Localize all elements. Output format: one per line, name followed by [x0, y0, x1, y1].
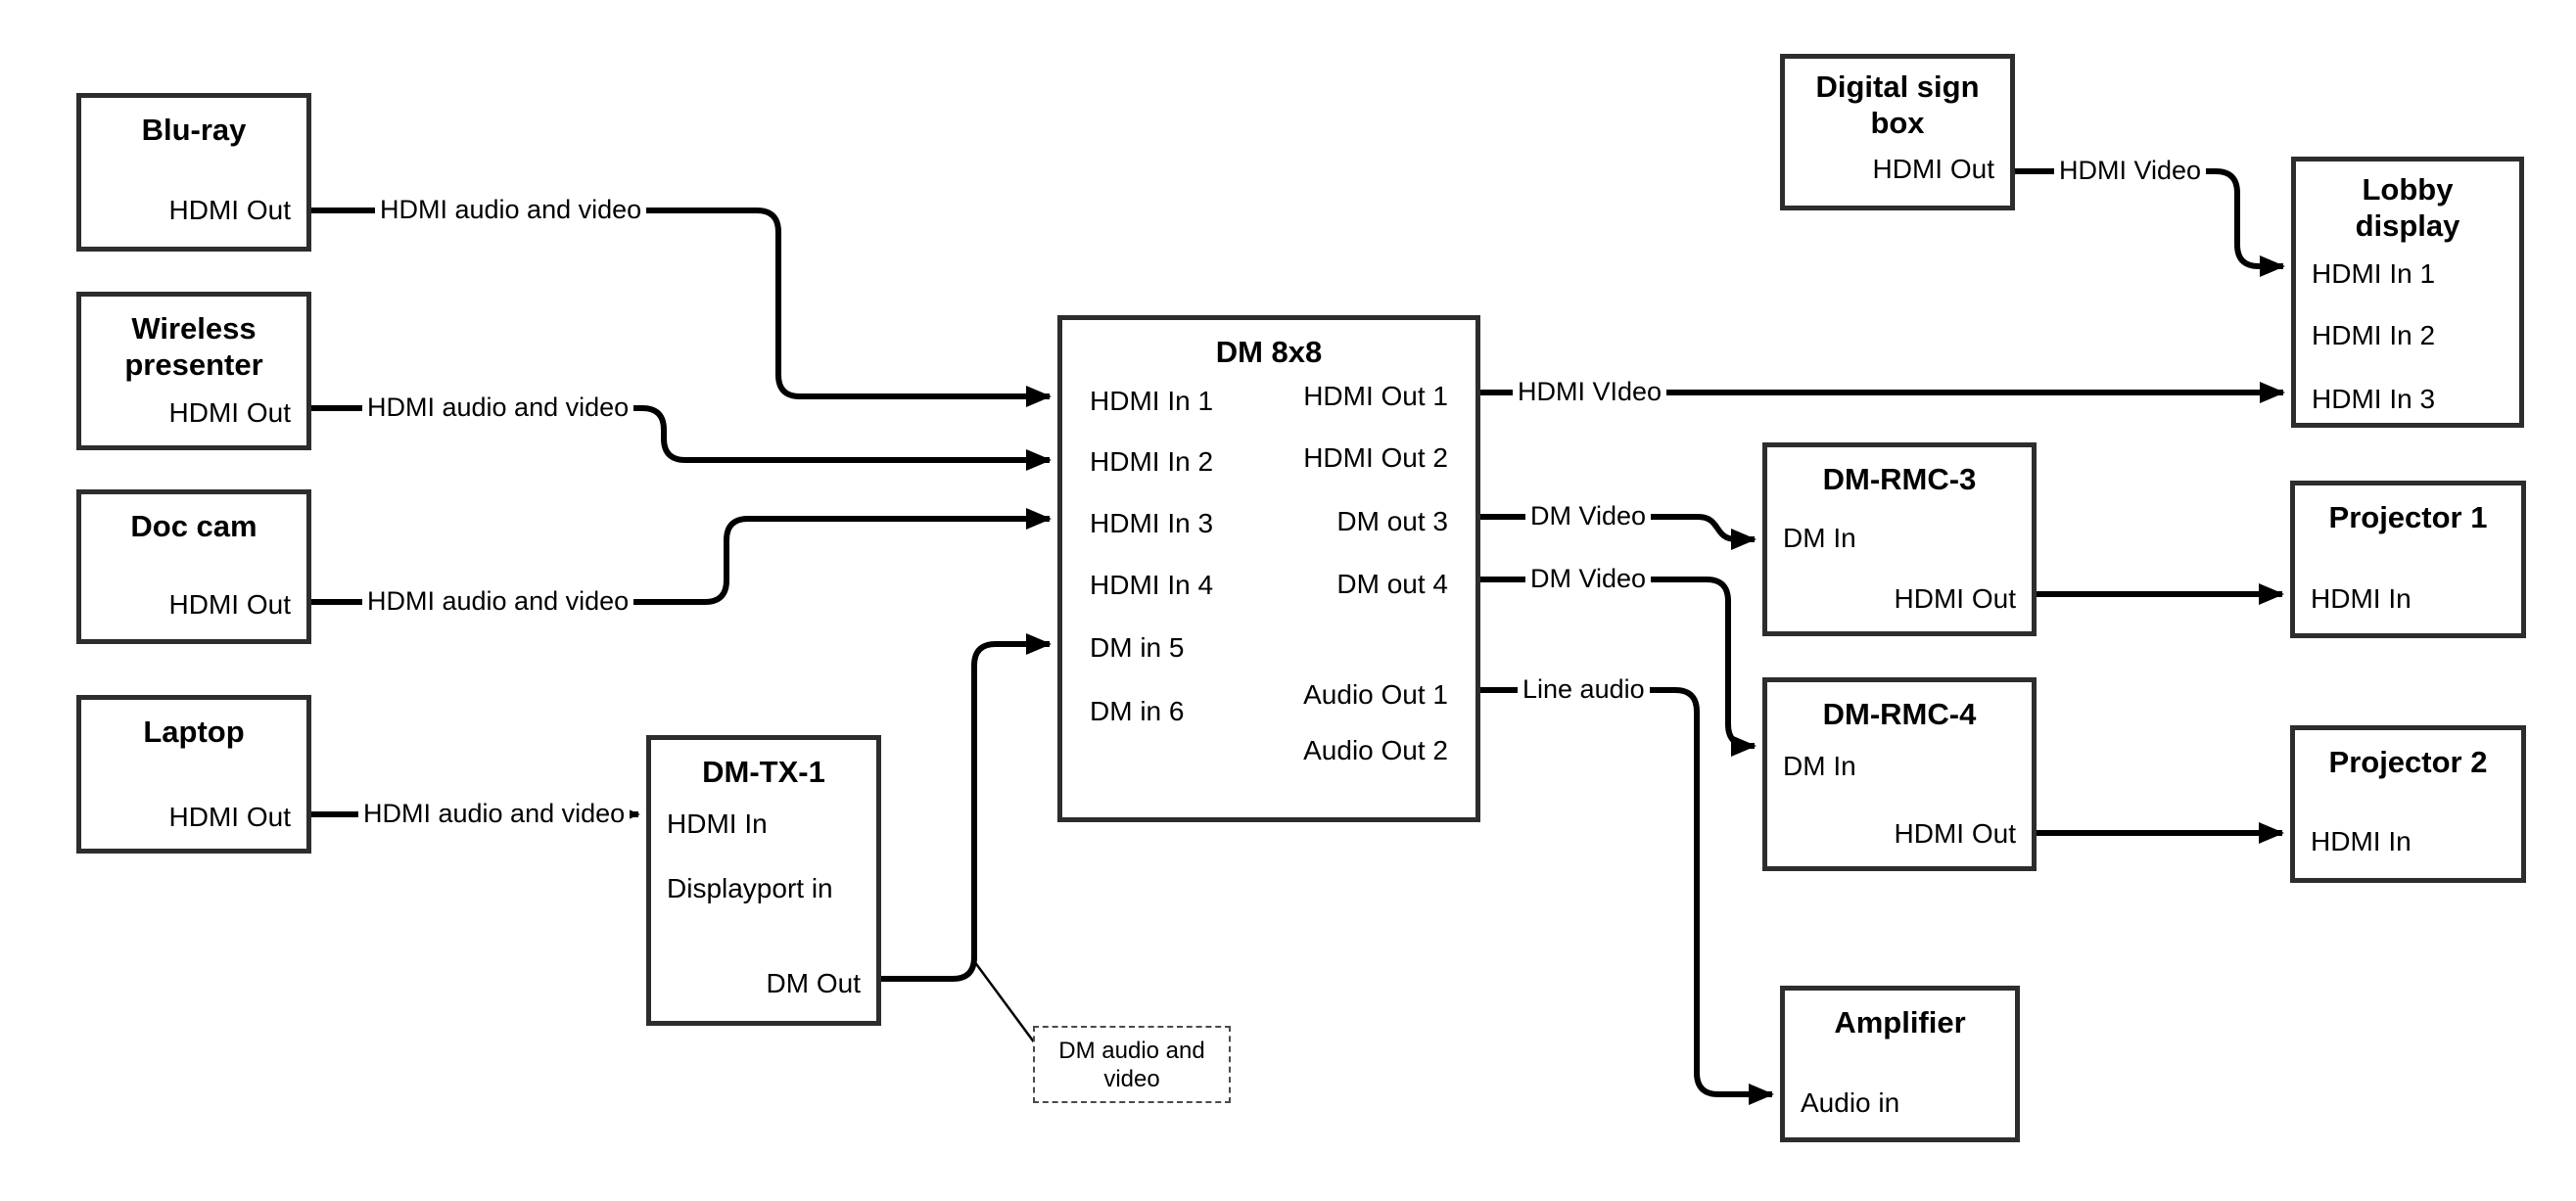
- edge-label-dm-video-out3: DM Video: [1525, 501, 1652, 531]
- edge-dm8x8-out3-to-rmc3: [1480, 514, 1756, 550]
- port-hdmi-in: HDMI In: [2311, 826, 2412, 856]
- node-doc-cam: Doc cam HDMI Out: [76, 489, 311, 644]
- port-dm-in-6: DM in 6: [1090, 696, 1185, 726]
- edge-dm8x8-out4-to-rmc4: [1480, 577, 1756, 757]
- note-dm-audio-and-video: DM audio and video: [1033, 1026, 1231, 1103]
- port-hdmi-out-2: HDMI Out 2: [1303, 442, 1448, 473]
- port-hdmi-out: HDMI Out: [168, 397, 291, 428]
- port-dm-out-3: DM out 3: [1336, 506, 1448, 536]
- edge-dmtx1-to-dm8x8-in5: [881, 633, 1052, 982]
- node-amplifier: Amplifier Audio in: [1780, 986, 2020, 1142]
- port-displayport-in: Displayport in: [667, 873, 833, 903]
- node-laptop: Laptop HDMI Out: [76, 695, 311, 854]
- port-hdmi-in-4: HDMI In 4: [1090, 570, 1214, 600]
- node-title: DM 8x8: [1215, 335, 1323, 369]
- port-dm-in-5: DM in 5: [1090, 632, 1185, 663]
- edge-label-line-audio: Line audio: [1518, 674, 1650, 705]
- port-audio-in: Audio in: [1801, 1087, 1900, 1118]
- node-title: Blu-ray: [141, 113, 247, 147]
- port-hdmi-in: HDMI In: [2311, 583, 2412, 614]
- port-hdmi-in: HDMI In: [667, 808, 768, 839]
- port-hdmi-out: HDMI Out: [168, 802, 291, 832]
- port-hdmi-in-1: HDMI In 1: [1090, 386, 1214, 416]
- node-title: Laptop: [143, 715, 245, 749]
- edge-wireless-to-dm8x8-in2: [297, 405, 1052, 471]
- edge-label-doccam: HDMI audio and video: [362, 586, 634, 617]
- node-dm-tx-1: DM-TX-1 HDMI In Displayport in DM Out: [646, 735, 881, 1026]
- edge-label-hdmi-video-out1: HDMI VIdeo: [1513, 377, 1667, 407]
- port-hdmi-out-1: HDMI Out 1: [1303, 381, 1448, 411]
- edge-label-dm-video-out4: DM Video: [1525, 564, 1652, 594]
- node-lobby-display: Lobby display HDMI In 1 HDMI In 2 HDMI I…: [2291, 157, 2524, 428]
- node-dm-rmc-3: DM-RMC-3 DM In HDMI Out: [1762, 442, 2037, 636]
- node-wireless-presenter: Wireless presenter HDMI Out: [76, 292, 311, 450]
- node-title: DM-TX-1: [702, 755, 825, 789]
- edge-doccam-to-dm8x8-in3: [297, 508, 1052, 605]
- node-projector-2: Projector 2 HDMI In: [2290, 725, 2526, 883]
- port-hdmi-in-2: HDMI In 2: [1090, 446, 1214, 477]
- port-hdmi-out: HDMI Out: [1894, 583, 2016, 614]
- port-dm-in: DM In: [1783, 751, 1856, 781]
- port-dm-out: DM Out: [766, 968, 861, 998]
- edge-label-hdmi-video-sign: HDMI Video: [2054, 156, 2207, 186]
- port-hdmi-out: HDMI Out: [168, 195, 291, 225]
- port-hdmi-out: HDMI Out: [1872, 154, 1994, 184]
- note-leader-line: [972, 960, 1037, 1044]
- port-audio-out-2: Audio Out 2: [1303, 735, 1448, 765]
- port-hdmi-in-2: HDMI In 2: [2312, 320, 2436, 350]
- edge-signbox-to-lobby-in1: [2014, 168, 2285, 277]
- node-digital-sign-box: Digital sign box HDMI Out: [1780, 54, 2015, 210]
- node-title: Projector 1: [2328, 500, 2488, 534]
- edge-label-bluray: HDMI audio and video: [375, 195, 647, 225]
- edge-label-wireless: HDMI audio and video: [362, 393, 634, 423]
- node-title: Digital sign box: [1815, 69, 1980, 140]
- port-dm-in: DM In: [1783, 523, 1856, 553]
- node-title: Wireless presenter: [124, 311, 263, 382]
- port-hdmi-out: HDMI Out: [168, 589, 291, 620]
- port-hdmi-in-3: HDMI In 3: [1090, 508, 1214, 538]
- edge-dm8x8-audio1-to-amp: [1480, 687, 1774, 1105]
- port-audio-out-1: Audio Out 1: [1303, 679, 1448, 710]
- node-projector-1: Projector 1 HDMI In: [2290, 481, 2526, 638]
- port-hdmi-in-1: HDMI In 1: [2312, 258, 2436, 289]
- edge-bluray-to-dm8x8-in1: [311, 208, 1052, 407]
- node-dm-8x8: DM 8x8 HDMI In 1 HDMI In 2 HDMI In 3 HDM…: [1057, 315, 1480, 822]
- note-text: DM audio and video: [1058, 1037, 1205, 1092]
- node-bluray: Blu-ray HDMI Out: [76, 93, 311, 252]
- node-title: DM-RMC-4: [1822, 697, 1977, 731]
- node-title: Projector 2: [2328, 745, 2488, 779]
- edge-label-laptop: HDMI audio and video: [358, 799, 631, 829]
- node-title: Amplifier: [1834, 1005, 1966, 1039]
- node-title: DM-RMC-3: [1822, 462, 1977, 496]
- node-dm-rmc-4: DM-RMC-4 DM In HDMI Out: [1762, 677, 2037, 871]
- port-hdmi-in-3: HDMI In 3: [2312, 384, 2436, 414]
- port-dm-out-4: DM out 4: [1336, 569, 1448, 599]
- port-hdmi-out: HDMI Out: [1894, 818, 2016, 849]
- node-title: Doc cam: [130, 509, 258, 543]
- node-title: Lobby display: [2355, 172, 2460, 243]
